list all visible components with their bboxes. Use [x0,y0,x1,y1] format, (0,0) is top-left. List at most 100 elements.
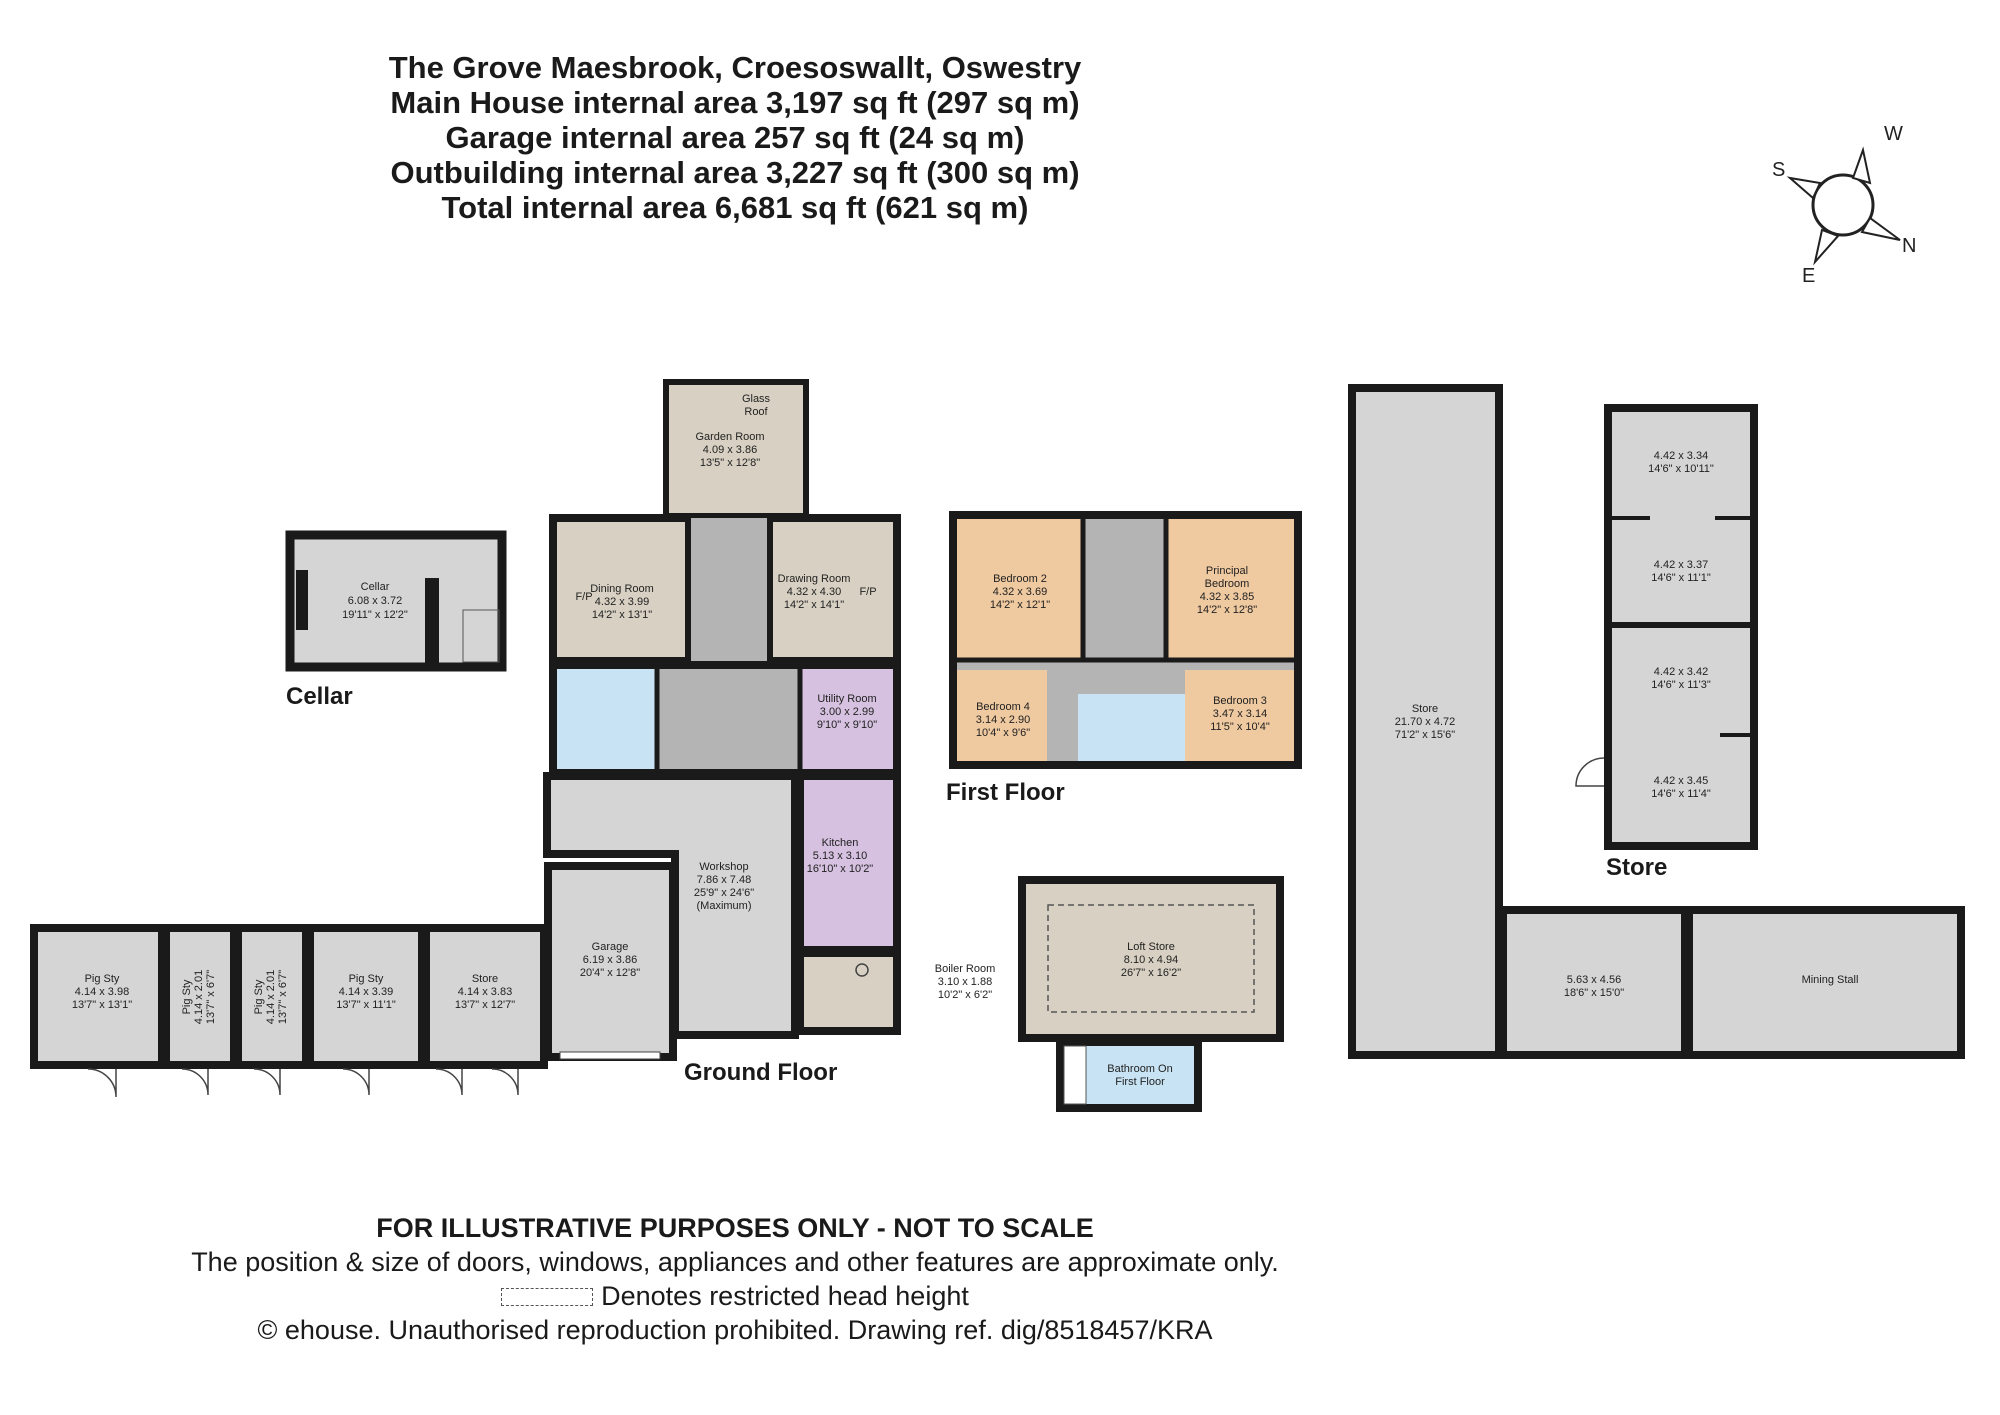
outbuilding-plan: Store 21.70 x 4.72 71'2" x 15'6" 5.63 x … [1348,384,1965,1059]
store-b-imperial: 14'6" x 11'1" [1651,572,1711,584]
compass-s: S [1772,159,1785,181]
workshop-imperial: 25'9" x 24'6" [694,887,754,899]
garage-imperial: 20'4" x 12'8" [580,967,640,979]
pig-sty-3-name: Pig Sty [253,979,265,1014]
pig-sty-2-name: Pig Sty [181,979,193,1014]
bedroom-4-metric: 3.14 x 2.90 [976,714,1030,726]
compass-n: N [1902,235,1916,257]
long-store-name: Store [1412,703,1438,715]
first-floor-label: First Floor [946,779,1065,806]
loft-store-metric: 8.10 x 4.94 [1124,954,1178,966]
dining-room-imperial: 14'2" x 13'1" [592,609,652,621]
compass-w: W [1884,123,1903,145]
small-store-metric: 4.14 x 3.83 [458,986,512,998]
utility-room-name: Utility Room [817,693,876,705]
kitchen-name: Kitchen [822,837,859,849]
garage-metric: 6.19 x 3.86 [583,954,637,966]
mining-stall-name: Mining Stall [1802,974,1859,986]
garage-name: Garage [592,941,629,953]
store-c-metric: 4.42 x 3.42 [1654,666,1708,678]
store-d-metric: 4.42 x 3.45 [1654,775,1708,787]
workshop-name: Workshop [699,861,748,873]
restricted-height-swatch [501,1288,594,1306]
copyright-text: © ehouse. Unauthorised reproduction proh… [257,1315,1213,1345]
ground-floor-plan: Glass Roof Garden Room 4.09 x 3.86 13'5"… [30,379,996,1098]
pig-sty-3-imperial: 13'7" x 6'7" [277,970,289,1024]
store-b-metric: 4.42 x 3.37 [1654,559,1708,571]
long-store-metric: 21.70 x 4.72 [1395,716,1456,728]
cellar-metric: 6.08 x 3.72 [348,595,402,607]
small-store-imperial: 13'7" x 12'7" [455,999,515,1011]
pig-sty-2-metric: 4.14 x 2.01 [193,970,205,1024]
long-store-imperial: 71'2" x 15'6" [1395,729,1455,741]
pig-sty-3-metric: 4.14 x 2.01 [265,970,277,1024]
disclaimer-text: The position & size of doors, windows, a… [191,1247,1279,1277]
cellar-imperial: 19'11" x 12'2" [342,609,408,621]
boiler-room-name: Boiler Room [935,963,996,975]
drawing-fp: F/P [859,586,876,598]
store-c-imperial: 14'6" x 11'3" [1651,679,1711,691]
cellar-floor-label: Cellar [286,683,353,710]
pig-sty-1-name: Pig Sty [85,973,120,985]
dining-fp: F/P [575,591,592,603]
drawing-room-metric: 4.32 x 4.30 [787,586,841,598]
glass-roof-a: Glass [742,393,771,405]
store-e-imperial: 18'6" x 15'0" [1564,987,1624,999]
cellar-plan: Cellar 6.08 x 3.72 19'11" x 12'2" [285,530,507,672]
drawing-room-imperial: 14'2" x 14'1" [784,599,844,611]
main-house-area: Main House internal area 3,197 sq ft (29… [390,85,1080,120]
loft-store-name: Loft Store [1127,941,1175,953]
bathroom-ff-a: Bathroom On [1107,1063,1172,1075]
dining-room-metric: 4.32 x 3.99 [595,596,649,608]
first-floor-plan: Bedroom 2 4.32 x 3.69 14'2" x 12'1" Prin… [949,511,1302,769]
outbuilding-area: Outbuilding internal area 3,227 sq ft (3… [390,155,1080,190]
plan-footer: FOR ILLUSTRATIVE PURPOSES ONLY - NOT TO … [0,1212,1470,1347]
store-d-imperial: 14'6" x 11'4" [1651,788,1711,800]
principal-bedroom-imperial: 14'2" x 12'8" [1197,604,1257,616]
small-store-name: Store [472,973,498,985]
bathroom-ff-b: First Floor [1115,1076,1165,1088]
store-a-imperial: 14'6" x 10'11" [1648,463,1714,475]
property-title: The Grove Maesbrook, Croesoswallt, Oswes… [388,50,1082,85]
garden-room-metric: 4.09 x 3.86 [703,444,757,456]
total-area: Total internal area 6,681 sq ft (621 sq … [441,190,1029,225]
pig-sty-1-metric: 4.14 x 3.98 [75,986,129,998]
boiler-room-imperial: 10'2" x 6'2" [938,989,992,1001]
pig-sty-4-name: Pig Sty [349,973,384,985]
plan-header: The Grove Maesbrook, Croesoswallt, Oswes… [0,50,1470,225]
store-a-metric: 4.42 x 3.34 [1654,450,1708,462]
utility-room-imperial: 9'10" x 9'10" [817,719,877,731]
pig-sty-2-imperial: 13'7" x 6'7" [205,970,217,1024]
bedroom-3-imperial: 11'5" x 10'4" [1210,721,1270,733]
boiler-room-metric: 3.10 x 1.88 [938,976,992,988]
compass-e: E [1802,265,1815,287]
principal-bedroom-name: Principal [1206,565,1248,577]
bedroom-4-name: Bedroom 4 [976,701,1030,713]
cellar-name: Cellar [361,581,390,593]
pig-sty-4-imperial: 13'7" x 11'1" [336,999,396,1011]
bedroom-2-name: Bedroom 2 [993,573,1047,585]
legend-row: Denotes restricted head height [0,1279,1470,1313]
ground-floor-label: Ground Floor [684,1059,837,1086]
compass-icon: W S N E [1772,123,1916,287]
legend-text: Denotes restricted head height [601,1281,969,1311]
loft-store-imperial: 26'7" x 16'2" [1121,967,1181,979]
principal-bedroom-name2: Bedroom [1205,578,1250,590]
pig-sty-1-imperial: 13'7" x 13'1" [72,999,132,1011]
pig-sty-4-metric: 4.14 x 3.39 [339,986,393,998]
bedroom-3-name: Bedroom 3 [1213,695,1267,707]
utility-room-metric: 3.00 x 2.99 [820,706,874,718]
loft-plan: Loft Store 8.10 x 4.94 26'7" x 16'2" Bat… [1018,876,1284,1112]
bedroom-2-metric: 4.32 x 3.69 [993,586,1047,598]
kitchen-imperial: 16'10" x 10'2" [807,863,874,875]
glass-roof-b: Roof [744,406,768,418]
dining-room-name: Dining Room [590,583,654,595]
garden-room-imperial: 13'5" x 12'8" [700,457,760,469]
garden-room-name: Garden Room [695,431,764,443]
drawing-room-name: Drawing Room [778,573,851,585]
garage-area: Garage internal area 257 sq ft (24 sq m) [445,120,1025,155]
bedroom-4-imperial: 10'4" x 9'6" [976,727,1030,739]
bedroom-3-metric: 3.47 x 3.14 [1213,708,1267,720]
workshop-metric: 7.86 x 7.48 [697,874,751,886]
workshop-note: (Maximum) [697,900,752,912]
